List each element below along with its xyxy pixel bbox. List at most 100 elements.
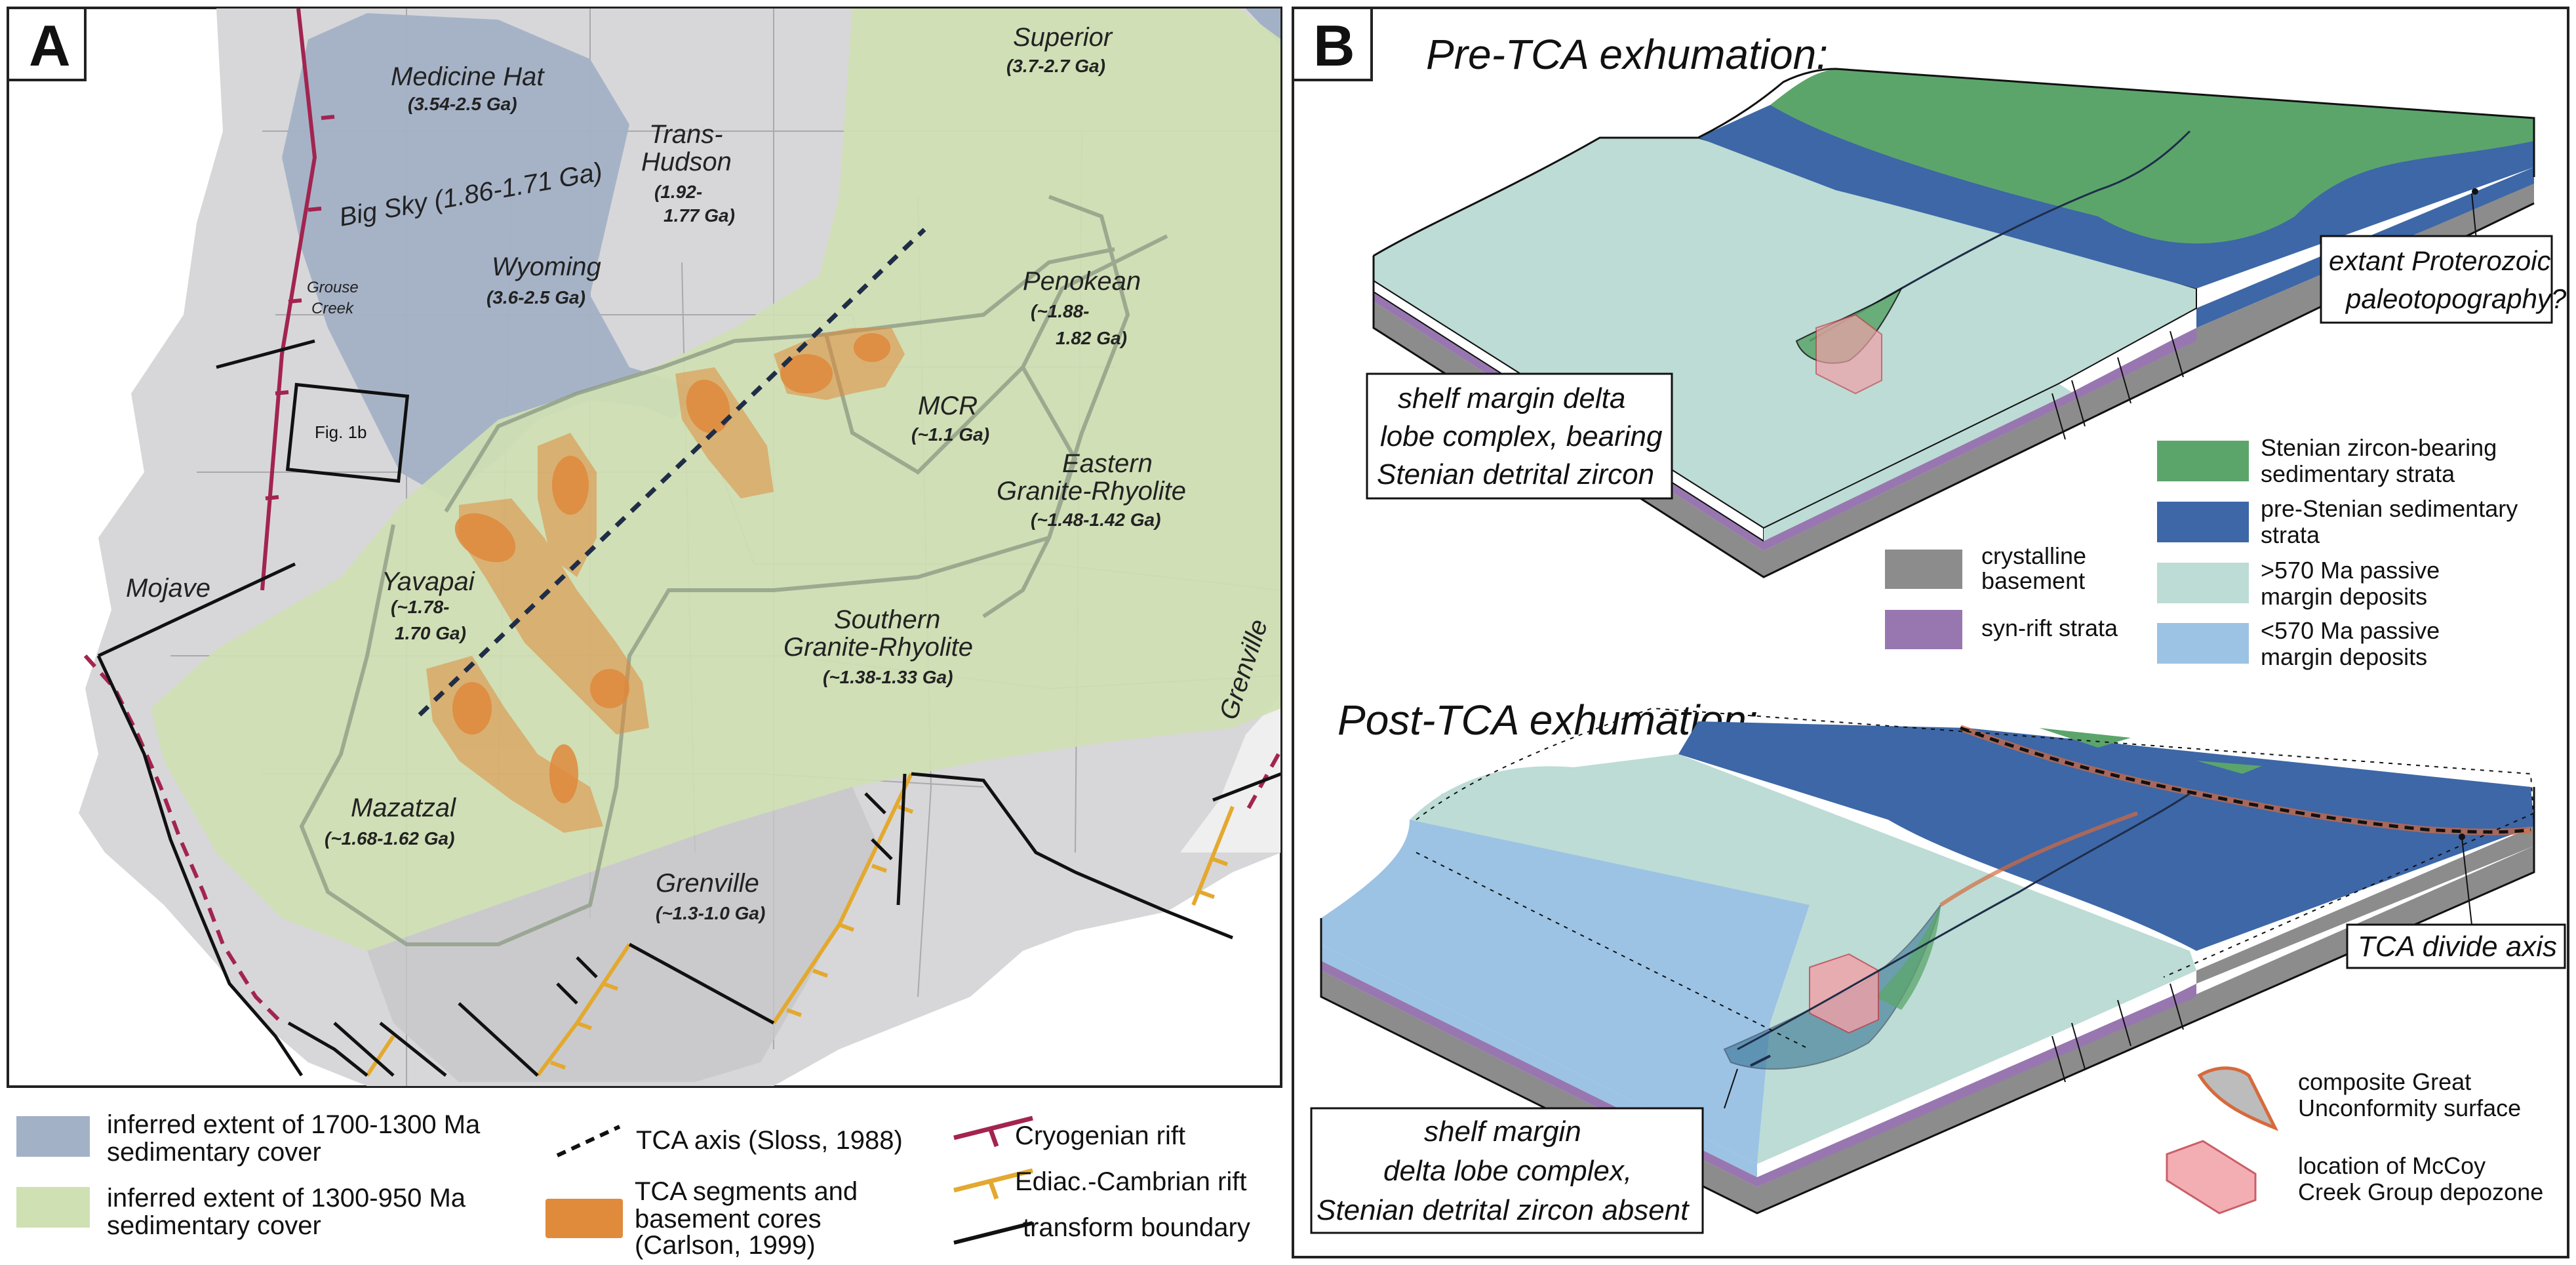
post-grey-right bbox=[2196, 826, 2534, 984]
post-tca-divide bbox=[1960, 726, 2531, 834]
blue-cover-1700-1300 bbox=[282, 13, 695, 498]
panel-b: B Pre-TCA exhumation: bbox=[1292, 7, 2569, 1258]
label-penokean-age2: 1.82 Ga) bbox=[1056, 328, 1127, 348]
label-grouse-creek-1: Grouse bbox=[307, 279, 359, 296]
pre-gt570-right bbox=[1764, 384, 2072, 541]
label-wyoming-age: (3.6-2.5 Ga) bbox=[486, 287, 585, 308]
legend-a: inferred extent of 1700-1300 Ma sediment… bbox=[16, 1110, 1250, 1260]
post-synrift-right bbox=[1757, 984, 2196, 1187]
label-trans-hudson-4: 1.77 Ga) bbox=[664, 205, 735, 226]
paleotopo-box bbox=[2320, 235, 2553, 324]
label-mazatzal-age: (~1.68-1.62 Ga) bbox=[325, 828, 454, 849]
post-top-green-remnant2 bbox=[2196, 761, 2262, 774]
tca-cores bbox=[452, 333, 890, 803]
post-tca-title: Post-TCA exhumation: bbox=[1338, 696, 1758, 744]
legend-b-lt570-2: margin deposits bbox=[2261, 643, 2427, 670]
ediacaran-rift bbox=[365, 773, 1235, 1077]
label-grouse-creek-2: Creek bbox=[311, 300, 355, 317]
label-yavapai-age1: (~1.78- bbox=[391, 597, 450, 617]
legend-swatch-1300 bbox=[16, 1187, 90, 1228]
label-superior: Superior bbox=[1013, 23, 1113, 52]
post-white-right bbox=[1757, 984, 2170, 1177]
label-trans-hudson-1: Trans- bbox=[649, 120, 723, 149]
label-trans-hudson-2: Hudson bbox=[641, 148, 732, 176]
label-eastern-1: Eastern bbox=[1062, 449, 1153, 478]
mccoy-symbol bbox=[2166, 1140, 2257, 1215]
legend-b-lt570-swatch bbox=[2157, 623, 2249, 664]
tca-divide-label: TCA divide axis bbox=[2358, 931, 2557, 963]
panel-a-letter: A bbox=[29, 13, 71, 78]
label-eastern-2: Granite-Rhyolite bbox=[997, 477, 1186, 506]
pre-tca-title: Pre-TCA exhumation: bbox=[1426, 31, 1828, 78]
label-wyoming: Wyoming bbox=[492, 252, 601, 281]
paleotopo-1: extant Proterozoic bbox=[2329, 245, 2551, 276]
legend-1700-line2: sedimentary cover bbox=[107, 1138, 321, 1167]
legend-b-prestenian-1: pre-Stenian sedimentary bbox=[2261, 495, 2518, 522]
paleotopo-2: paleotopography? bbox=[2345, 283, 2567, 314]
shelf-post-box bbox=[1310, 1107, 1704, 1234]
label-yavapai: Yavapai bbox=[382, 567, 475, 596]
label-grenville: Grenville bbox=[656, 869, 759, 898]
shelf-pre-box bbox=[1366, 372, 1673, 500]
post-drainage bbox=[1737, 792, 2190, 1051]
legend-b-gt570-swatch bbox=[2157, 563, 2249, 603]
fig-1b-label: Fig. 1b bbox=[315, 422, 367, 442]
pre-top-outline bbox=[1373, 68, 2535, 257]
panel-a-map: Fig. 1b A Medicine Hat (3.54-2.5 Ga) Big… bbox=[7, 7, 1282, 1088]
mccoy-legend: location of McCoy Creek Group depozone bbox=[2166, 1140, 2543, 1215]
legend-transform-symbol bbox=[953, 1221, 1033, 1245]
shelf-post-3: Stenian detrital zircon absent bbox=[1317, 1194, 1690, 1226]
pre-top-green bbox=[1770, 69, 2534, 244]
legend-transform-label: transform boundary bbox=[1023, 1213, 1250, 1242]
post-tca-block bbox=[1320, 707, 2535, 1215]
legend-tca-axis-symbol bbox=[556, 1125, 621, 1157]
legend-tca-seg-3: (Carlson, 1999) bbox=[635, 1231, 816, 1260]
pre-synrift-right bbox=[1764, 328, 2196, 551]
mccoy-2: Creek Group depozone bbox=[2298, 1178, 2543, 1205]
legend-cryogenian-symbol bbox=[953, 1115, 1033, 1148]
legend-tca-seg-1: TCA segments and bbox=[635, 1177, 858, 1206]
legend-b-gt570-1: >570 Ma passive bbox=[2261, 557, 2440, 584]
label-trans-hudson-3: (1.92- bbox=[654, 182, 702, 202]
legend-b-basement-1: crystalline bbox=[1981, 542, 2086, 569]
post-shelf-leader bbox=[1724, 1068, 1738, 1109]
post-delta-green bbox=[1875, 905, 1941, 1010]
post-top-gt570 bbox=[1410, 754, 2196, 1164]
label-eastern-age: (~1.48-1.42 Ga) bbox=[1031, 510, 1160, 530]
legend-tca-axis-label: TCA axis (Sloss, 1988) bbox=[636, 1126, 903, 1155]
legend-tca-seg-2: basement cores bbox=[635, 1205, 822, 1234]
label-mazatzal: Mazatzal bbox=[351, 793, 456, 822]
shelf-pre-2: lobe complex, bearing bbox=[1380, 420, 1663, 452]
legend-b-gt570-2: margin deposits bbox=[2261, 583, 2427, 610]
legend-ediacaran-symbol bbox=[953, 1168, 1033, 1200]
grenville-province bbox=[367, 787, 879, 1082]
shelf-post-1: shelf margin bbox=[1424, 1115, 1581, 1148]
unconformity-1: composite Great bbox=[2298, 1068, 2471, 1095]
tca-axis-line bbox=[418, 228, 926, 717]
label-southern-1: Southern bbox=[834, 605, 940, 634]
panel-b-letter-box bbox=[1292, 7, 1373, 81]
post-unconformity-side bbox=[1939, 811, 2139, 907]
shelf-post-2: delta lobe complex, bbox=[1383, 1155, 1632, 1187]
pre-fault-lines bbox=[2051, 331, 2184, 440]
label-southern-age: (~1.38-1.33 Ga) bbox=[823, 667, 953, 687]
legend-1700-line1: inferred extent of 1700-1300 Ma bbox=[107, 1110, 481, 1139]
legend-b-stenian-swatch bbox=[2157, 441, 2249, 481]
unconformity-symbol bbox=[2197, 1066, 2279, 1131]
label-grenville-age: (~1.3-1.0 Ga) bbox=[656, 903, 765, 923]
legend-b-synrift: syn-rift strata bbox=[1981, 614, 2118, 641]
legend-b-prestenian-swatch bbox=[2157, 502, 2249, 542]
legend-cryogenian-label: Cryogenian rift bbox=[1015, 1121, 1185, 1150]
post-mccoy-depozone bbox=[1809, 953, 1879, 1034]
panel-a-letter-box bbox=[7, 7, 87, 81]
post-top-blue bbox=[1678, 721, 2534, 951]
legend-swatch-1700 bbox=[16, 1116, 90, 1157]
label-medicine-hat: Medicine Hat bbox=[391, 62, 545, 91]
legend-ediacaran-label: Ediac.-Cambrian rift bbox=[1015, 1167, 1246, 1196]
legend-b-prestenian-2: strata bbox=[2261, 521, 2320, 548]
label-yavapai-age2: 1.70 Ga) bbox=[395, 623, 466, 643]
legend-1300-line2: sedimentary cover bbox=[107, 1211, 321, 1240]
legend-b-basement-2: basement bbox=[1981, 567, 2085, 594]
post-basement-right bbox=[1757, 846, 2534, 1213]
